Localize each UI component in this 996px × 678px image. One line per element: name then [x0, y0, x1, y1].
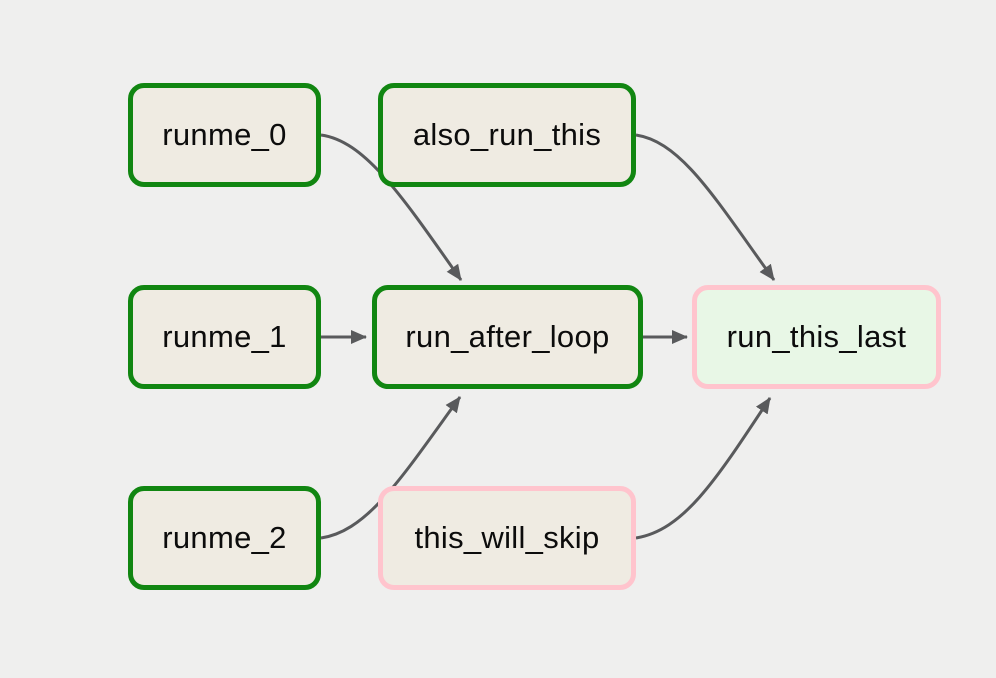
task-node-this_will_skip[interactable]: this_will_skip	[378, 486, 636, 590]
task-label: this_will_skip	[414, 520, 600, 555]
task-label: run_after_loop	[405, 319, 610, 354]
task-node-run_after_loop[interactable]: run_after_loop	[372, 285, 643, 389]
edge-also_run_this-run_this_last	[635, 133, 776, 281]
task-node-runme_1[interactable]: runme_1	[128, 285, 321, 389]
task-node-runme_2[interactable]: runme_2	[128, 486, 321, 590]
edge-this_will_skip-run_this_last	[635, 397, 772, 540]
task-node-runme_0[interactable]: runme_0	[128, 83, 321, 187]
task-label: runme_0	[162, 117, 287, 152]
task-node-also_run_this[interactable]: also_run_this	[378, 83, 636, 187]
task-node-run_this_last[interactable]: run_this_last	[692, 285, 941, 389]
task-label: runme_2	[162, 520, 287, 555]
task-label: run_this_last	[726, 319, 907, 354]
task-label: also_run_this	[412, 117, 602, 152]
task-label: runme_1	[162, 319, 287, 354]
